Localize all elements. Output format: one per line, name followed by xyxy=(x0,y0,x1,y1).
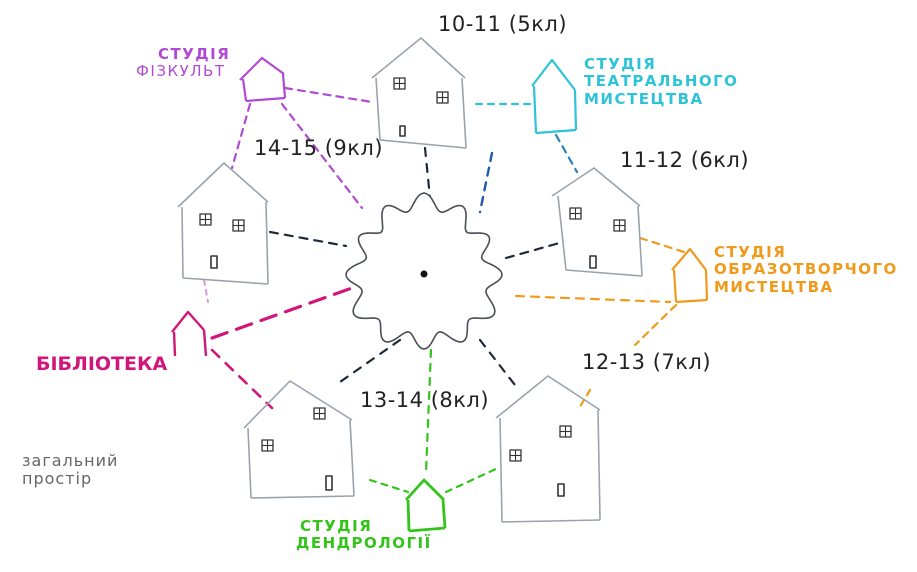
label-studio-theatre-line2: ТЕАТРАЛЬНОГО xyxy=(584,72,739,91)
studio-house-phys xyxy=(239,56,287,103)
link-gear-house14 xyxy=(268,230,348,248)
house-grade-12-13 xyxy=(495,375,601,523)
label-studio-art-line2: ОБРАЗОТВОРЧОГО xyxy=(714,260,898,279)
link-gear-house13 xyxy=(338,338,402,384)
gear-center-dot xyxy=(420,270,428,278)
studio-house-theatre xyxy=(531,58,578,135)
link-library-house13 xyxy=(210,348,274,410)
link-library-gear xyxy=(210,286,354,340)
studio-house-dendro xyxy=(404,478,447,533)
link-dendro-gear xyxy=(424,348,433,474)
connector-lines xyxy=(203,86,686,494)
label-studio-dendro-line1: СТУДІЯ xyxy=(300,517,373,535)
label-grade-10-11: 10-11 (5кл) xyxy=(438,12,568,36)
studio-house-art xyxy=(671,247,709,304)
link-phys-gear xyxy=(280,102,364,210)
house-grade-13-14 xyxy=(243,380,355,499)
link-phys-house14 xyxy=(230,102,252,170)
link-dendro-house12 xyxy=(444,466,500,494)
label-studio-phys-line1: СТУДІЯ xyxy=(158,45,231,63)
label-studio-phys: СТУДІЯ ФІЗКУЛЬТ xyxy=(136,45,231,81)
library-house xyxy=(171,310,208,357)
house-grade-14-15 xyxy=(177,162,269,285)
label-grade-13-14: 13-14 (8кл) xyxy=(360,388,490,412)
link-dendro-house13 xyxy=(368,478,410,494)
link-art-gear xyxy=(514,294,672,304)
label-studio-art-line1: СТУДІЯ xyxy=(714,243,787,261)
label-studio-theatre-line3: МИСТЕЦТВА xyxy=(584,89,704,108)
label-common-space-line1: загальний xyxy=(22,451,119,470)
label-grade-14-15: 14-15 (9кл) xyxy=(254,136,384,160)
label-studio-theatre: СТУДІЯ ТЕАТРАЛЬНОГО МИСТЕЦТВА xyxy=(584,55,739,108)
link-theatre-house11 xyxy=(554,133,579,174)
label-studio-dendro-line2: ДЕНДРОЛОГІЇ xyxy=(296,534,432,553)
label-grade-11-12: 11-12 (6кл) xyxy=(620,148,750,172)
link-phys-house10 xyxy=(283,86,374,104)
link-art-house12 xyxy=(633,303,678,347)
label-studio-phys-line2: ФІЗКУЛЬТ xyxy=(136,62,226,81)
link-gear-blue xyxy=(478,151,494,214)
label-studio-theatre-line1: СТУДІЯ xyxy=(584,55,657,73)
central-gear xyxy=(345,192,503,350)
house-grade-10-11 xyxy=(371,37,467,149)
link-art-house11 xyxy=(638,236,686,254)
link-gear-house12 xyxy=(478,338,517,387)
label-library: БІБЛІОТЕКА xyxy=(36,353,168,375)
house-grade-11-12 xyxy=(551,167,643,277)
link-gear-house11 xyxy=(504,240,565,260)
label-common-space: загальний простір xyxy=(22,451,119,489)
label-common-space-line2: простір xyxy=(22,469,93,489)
label-studio-art: СТУДІЯ ОБРАЗОТВОРЧОГО МИСТЕЦТВА xyxy=(714,243,898,296)
label-grade-12-13: 12-13 (7кл) xyxy=(582,350,712,374)
label-studio-art-line3: МИСТЕЦТВА xyxy=(714,277,834,296)
link-gear-house10 xyxy=(423,146,432,200)
label-studio-dendro: СТУДІЯ ДЕНДРОЛОГІЇ xyxy=(296,517,432,553)
link-library-house14 xyxy=(203,279,209,303)
